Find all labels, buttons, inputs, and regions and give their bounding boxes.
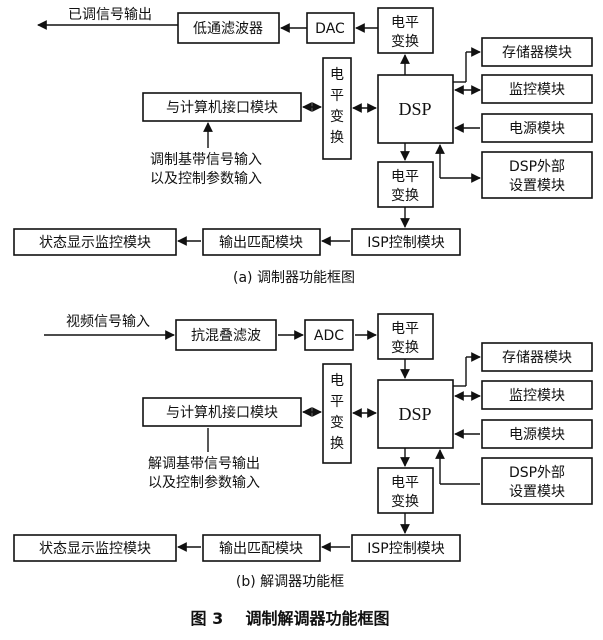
output-note-line2: 以及控制参数输入 bbox=[148, 474, 260, 491]
monitor-module-box bbox=[481, 380, 593, 410]
monitor-module-label: 监控模块 bbox=[509, 82, 565, 98]
panel-b-demodulator: 视频信号输入 抗混叠滤波 ADC 电平 变换 DSP 电 平 变 换 与计算机接… bbox=[13, 313, 593, 590]
level-shift-mid-char1: 电 bbox=[330, 67, 344, 83]
antialias-filter-box bbox=[175, 319, 277, 351]
adc-box bbox=[304, 319, 354, 351]
dac-box bbox=[306, 12, 355, 44]
pc-interface-label: 与计算机接口模块 bbox=[166, 99, 278, 116]
caption-b: (b) 解调器功能框 bbox=[236, 574, 344, 590]
storage-module-label: 存储器模块 bbox=[502, 350, 572, 366]
lowpass-filter-box bbox=[177, 12, 280, 44]
monitor-module-label: 监控模块 bbox=[509, 388, 565, 404]
level-shift-mid-char3: 变 bbox=[330, 109, 344, 125]
level-shift-top-box bbox=[377, 313, 434, 360]
dac-label: DAC bbox=[315, 21, 345, 37]
level-shift-mid-box bbox=[322, 363, 352, 464]
status-module-label: 状态显示监控模块 bbox=[39, 235, 151, 251]
level-shift-mid-char4: 换 bbox=[330, 435, 344, 452]
status-module-box bbox=[13, 228, 177, 256]
dsp-box bbox=[377, 74, 454, 144]
antialias-filter-label: 抗混叠滤波 bbox=[191, 328, 261, 344]
level-shift-mid-char3: 变 bbox=[330, 415, 344, 431]
dsp-ext-module-line1: DSP外部 bbox=[509, 465, 565, 481]
level-shift-mid-box bbox=[322, 57, 352, 160]
pc-interface-label: 与计算机接口模块 bbox=[166, 404, 278, 421]
storage-module-box bbox=[481, 37, 593, 67]
isp-module-label: ISP控制模块 bbox=[367, 541, 444, 557]
level-shift-top-line1: 电平 bbox=[391, 321, 419, 337]
dsp-ext-module-line2: 设置模块 bbox=[509, 484, 565, 500]
match-module-box bbox=[202, 228, 321, 256]
input-label: 视频信号输入 bbox=[66, 314, 150, 330]
level-shift-top-line1: 电平 bbox=[391, 15, 419, 31]
power-module-label: 电源模块 bbox=[509, 121, 565, 137]
power-module-label: 电源模块 bbox=[509, 427, 565, 443]
input-note-line2: 以及控制参数输入 bbox=[150, 170, 262, 187]
status-module-label: 状态显示监控模块 bbox=[39, 541, 151, 557]
storage-module-box bbox=[481, 342, 593, 372]
match-module-label: 输出匹配模块 bbox=[219, 235, 303, 251]
monitor-module-box bbox=[481, 74, 593, 104]
pc-interface-box bbox=[142, 397, 302, 427]
match-module-box bbox=[202, 534, 321, 562]
level-shift-top-line2: 变换 bbox=[391, 339, 419, 356]
dsp-ext-module-box bbox=[481, 151, 593, 199]
status-module-box bbox=[13, 534, 177, 562]
level-shift-bottom-line2: 变换 bbox=[391, 187, 419, 204]
level-shift-top-line2: 变换 bbox=[391, 33, 419, 50]
isp-module-box bbox=[351, 534, 461, 562]
output-label: 已调信号输出 bbox=[68, 7, 152, 23]
level-shift-mid-char4: 换 bbox=[330, 129, 344, 146]
dsp-box bbox=[377, 379, 454, 449]
level-shift-mid-char1: 电 bbox=[330, 373, 344, 389]
match-module-label: 输出匹配模块 bbox=[219, 541, 303, 557]
input-note-line1: 调制基带信号输入 bbox=[150, 151, 262, 168]
level-shift-bottom-line1: 电平 bbox=[391, 475, 419, 491]
panel-a-modulator: 已调信号输出 低通滤波器 DAC 电平 变换 DSP 电 平 变 换 与计算机接… bbox=[13, 7, 593, 286]
isp-module-label: ISP控制模块 bbox=[367, 235, 444, 251]
adc-label: ADC bbox=[314, 328, 344, 344]
storage-module-label: 存储器模块 bbox=[502, 45, 572, 61]
lowpass-filter-label: 低通滤波器 bbox=[193, 21, 263, 37]
dsp-label: DSP bbox=[398, 99, 431, 119]
level-shift-bottom-box bbox=[377, 161, 434, 208]
dsp-label: DSP bbox=[398, 404, 431, 424]
power-module-box bbox=[481, 419, 593, 449]
level-shift-top-box bbox=[377, 7, 434, 54]
level-shift-bottom-line1: 电平 bbox=[391, 169, 419, 185]
power-module-box bbox=[481, 113, 593, 143]
level-shift-bottom-line2: 变换 bbox=[391, 493, 419, 510]
level-shift-bottom-box bbox=[377, 467, 434, 514]
level-shift-mid-char2: 平 bbox=[330, 88, 344, 104]
dsp-ext-module-box bbox=[481, 457, 593, 505]
pc-interface-box bbox=[142, 92, 302, 122]
isp-module-box bbox=[351, 228, 461, 256]
level-shift-mid-char2: 平 bbox=[330, 394, 344, 410]
caption-a: (a) 调制器功能框图 bbox=[233, 270, 355, 286]
dsp-ext-module-line1: DSP外部 bbox=[509, 159, 565, 175]
output-note-line1: 解调基带信号输出 bbox=[148, 455, 260, 472]
dsp-ext-module-line2: 设置模块 bbox=[509, 178, 565, 194]
figure-title: 图 3 调制解调器功能框图 bbox=[191, 609, 390, 628]
